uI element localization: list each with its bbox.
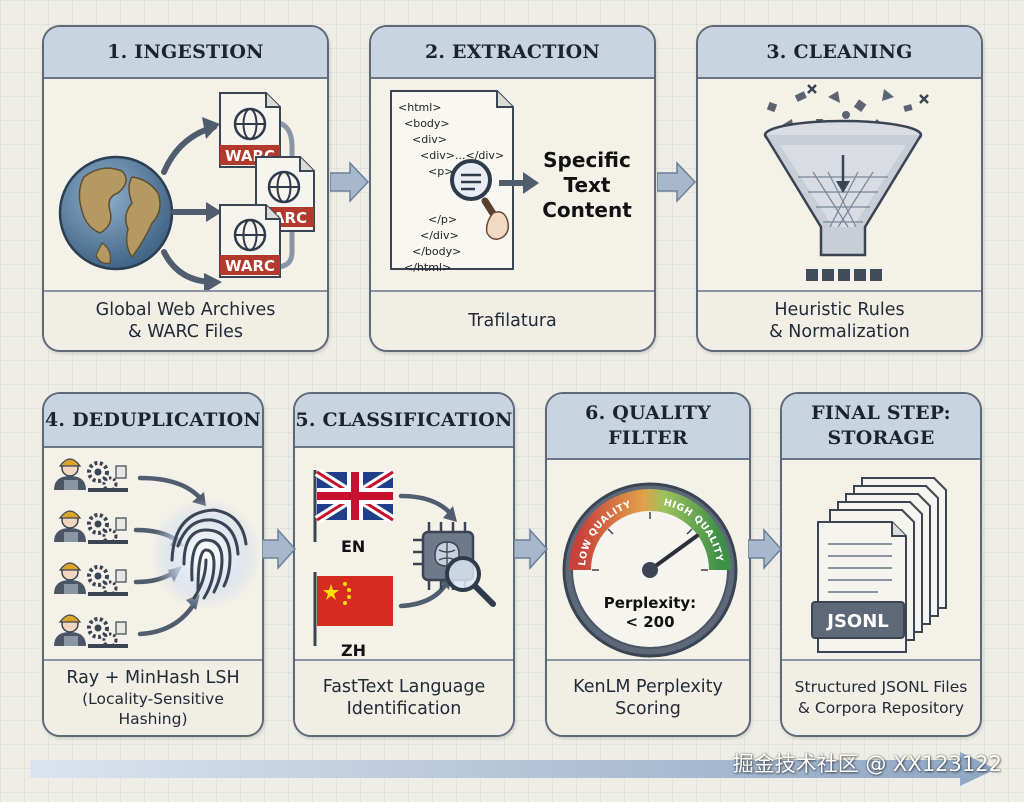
- svg-text:ARC: ARC: [273, 209, 307, 227]
- magnifier-icon: [450, 159, 510, 240]
- svg-text:Perplexity:: Perplexity:: [604, 594, 696, 612]
- stage-ingestion: 1. INGESTION: [42, 25, 329, 352]
- stage-title: 1. INGESTION: [44, 27, 327, 79]
- deduplication-illustration: [52, 458, 262, 650]
- uk-flag-icon: [313, 468, 396, 542]
- stage-caption: Trafilatura: [371, 290, 654, 350]
- svg-text:<html>: <html>: [398, 101, 442, 114]
- svg-text:</p>: </p>: [428, 213, 457, 226]
- stage-title: 5. CLASSIFICATION: [295, 394, 513, 448]
- clean-output-blocks-icon: [806, 269, 882, 281]
- classification-illustration: EN ZH: [313, 468, 496, 660]
- jsonl-files-stack-icon: JSONL: [811, 477, 947, 653]
- stage-extraction: 2. EXTRACTION <html> <body> <div> <div>.…: [369, 25, 656, 352]
- fingerprint-icon: [170, 508, 248, 600]
- stage-deduplication: 4. DEDUPLICATION: [42, 392, 264, 737]
- flow-arrow-icon: [748, 528, 782, 570]
- stage-title: 4. DEDUPLICATION: [44, 394, 262, 448]
- svg-text:Specific: Specific: [543, 148, 631, 172]
- svg-text:</div>: </div>: [420, 229, 459, 242]
- stage-cleaning: 3. CLEANING: [696, 25, 983, 352]
- svg-text:WARC: WARC: [225, 257, 275, 275]
- svg-text:<div>...</div>: <div>...</div>: [420, 149, 504, 162]
- magnifier-icon: [445, 556, 496, 607]
- ingestion-illustration: WARC ARC WARC: [58, 92, 315, 293]
- china-flag-icon: [313, 572, 393, 646]
- quality-illustration: LOW QUALITY HIGH QUALITY Perplexity: < 2…: [562, 482, 738, 658]
- cleaning-illustration: [763, 84, 929, 281]
- stage-classification: 5. CLASSIFICATION EN ZH: [293, 392, 515, 737]
- svg-text:JSONL: JSONL: [825, 611, 889, 632]
- flow-arrow-icon: [262, 528, 296, 570]
- svg-text:<p>: <p>: [428, 165, 453, 178]
- svg-text:</html>: </html>: [404, 261, 451, 274]
- svg-text:EN: EN: [341, 537, 365, 556]
- svg-text:< 200: < 200: [625, 613, 674, 631]
- svg-text:ZH: ZH: [341, 641, 366, 660]
- svg-text:</body>: </body>: [412, 245, 461, 258]
- warc-file-icon: WARC: [219, 92, 281, 168]
- extract-arrow-icon: [499, 172, 539, 194]
- flow-arrow-icon: [514, 528, 548, 570]
- stage-caption: Structured JSONL Files& Corpora Reposito…: [782, 659, 980, 735]
- stage-title: 2. EXTRACTION: [371, 27, 654, 79]
- funnel-icon: [763, 119, 923, 257]
- stage-title: 3. CLEANING: [698, 27, 981, 79]
- stage-title: FINAL STEP:STORAGE: [782, 394, 980, 460]
- gauge-needle: [648, 533, 699, 572]
- svg-text:<body>: <body>: [404, 117, 450, 130]
- svg-text:Text: Text: [563, 173, 610, 197]
- warc-file-icon: WARC: [219, 204, 281, 278]
- watermark: 掘金技术社区 @ XX123122: [732, 752, 1002, 776]
- svg-text:<div>: <div>: [412, 133, 447, 146]
- storage-illustration: JSONL: [811, 477, 947, 653]
- perplexity-gauge-icon: LOW QUALITY HIGH QUALITY Perplexity: < 2…: [562, 482, 738, 658]
- flow-arrow-icon: [330, 161, 370, 203]
- flow-arrow-icon: [657, 161, 697, 203]
- globe-icon: [58, 155, 174, 271]
- pipeline-progress-arrow: [30, 752, 996, 786]
- svg-text:Content: Content: [542, 198, 632, 222]
- worker-gear-icon: [54, 458, 128, 492]
- stage-caption: Heuristic Rules& Normalization: [698, 290, 981, 350]
- stage-storage: FINAL STEP:STORAGE JSONL St: [780, 392, 982, 737]
- extraction-illustration: <html> <body> <div> <div>...</div> <p> <…: [390, 90, 632, 274]
- stage-caption: Global Web Archives& WARC Files: [44, 290, 327, 350]
